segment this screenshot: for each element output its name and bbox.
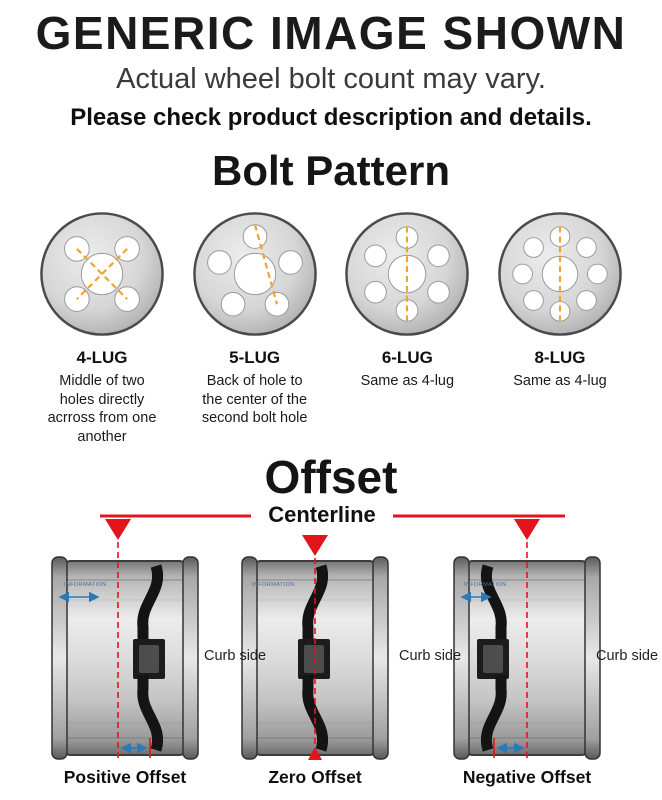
centerline-label: Centerline [251,502,393,528]
rim-flange [182,556,199,760]
offset-title: Offset [264,451,398,503]
measure-line [76,248,128,300]
bolt-pattern-title: Bolt Pattern [211,147,450,194]
lug-label: 4-LUG [76,348,128,367]
lug-label: 5-LUG [229,348,281,367]
bolt-pattern-item-8lug: 8-LUG Same as 4-lug [484,210,636,446]
lug-description: Same as 4-lug [360,373,455,389]
8-lug-wheel-icon [498,212,622,336]
centerline-pointer-left [105,519,131,540]
6-lug-wheel-icon [345,212,470,336]
wheel-watermark: INFORMATION [252,582,295,588]
main-title: GENERIC IMAGE SHOWN [35,7,627,59]
positive-offset-wheel-diagram [51,556,199,760]
lug-label: 8-LUG [534,348,586,367]
bolt-pattern-item-4lug: 4-LUG Middle of two holes directly acrro… [26,210,178,446]
wheel-disc [137,675,164,752]
curb-side-label: Curb side [399,648,462,664]
bolt-pattern-item-5lug: 5-LUG Back of hole to the center of the … [179,210,331,446]
note-text: Please check product description and det… [70,104,592,131]
lug-label: 6-LUG [381,348,433,367]
4-lug-wheel-icon [40,212,164,336]
lug-description: Middle of two holes directly acrross fro… [47,373,157,445]
5-lug-wheel-icon [192,212,317,336]
rim-flange [241,556,258,760]
measure-line [76,248,128,300]
positive-offset-label: Positive Offset [63,767,187,787]
wheel-watermark: INFORMATION [464,582,507,588]
rim-flange [584,556,601,760]
rim-flange [372,556,389,760]
bolt-pattern-item-6lug: 6-LUG Same as 4-lug [331,210,483,446]
curb-side-label: Curb side [204,648,267,664]
lug-description: Same as 4-lug [513,373,607,389]
wheel-disc [137,564,164,643]
zero-offset-label: Zero Offset [268,767,362,787]
wheel-watermark: INFORMATION [64,582,107,588]
curb-side-label: Curb side [596,648,659,664]
measure-line [253,224,278,305]
bolt-pattern-row: 4-LUG Middle of two holes directly acrro… [0,210,662,446]
lug-description: Back of hole to the center of the second… [201,373,308,427]
rim-flange [453,556,470,760]
wheel-disc [480,675,507,752]
negative-offset-label: Negative Offset [462,767,592,787]
centerline-pointer-right [514,519,540,540]
rim-flange [51,556,68,760]
wheel-disc [480,564,507,643]
subtitle: Actual wheel bolt count may vary. [116,63,546,95]
